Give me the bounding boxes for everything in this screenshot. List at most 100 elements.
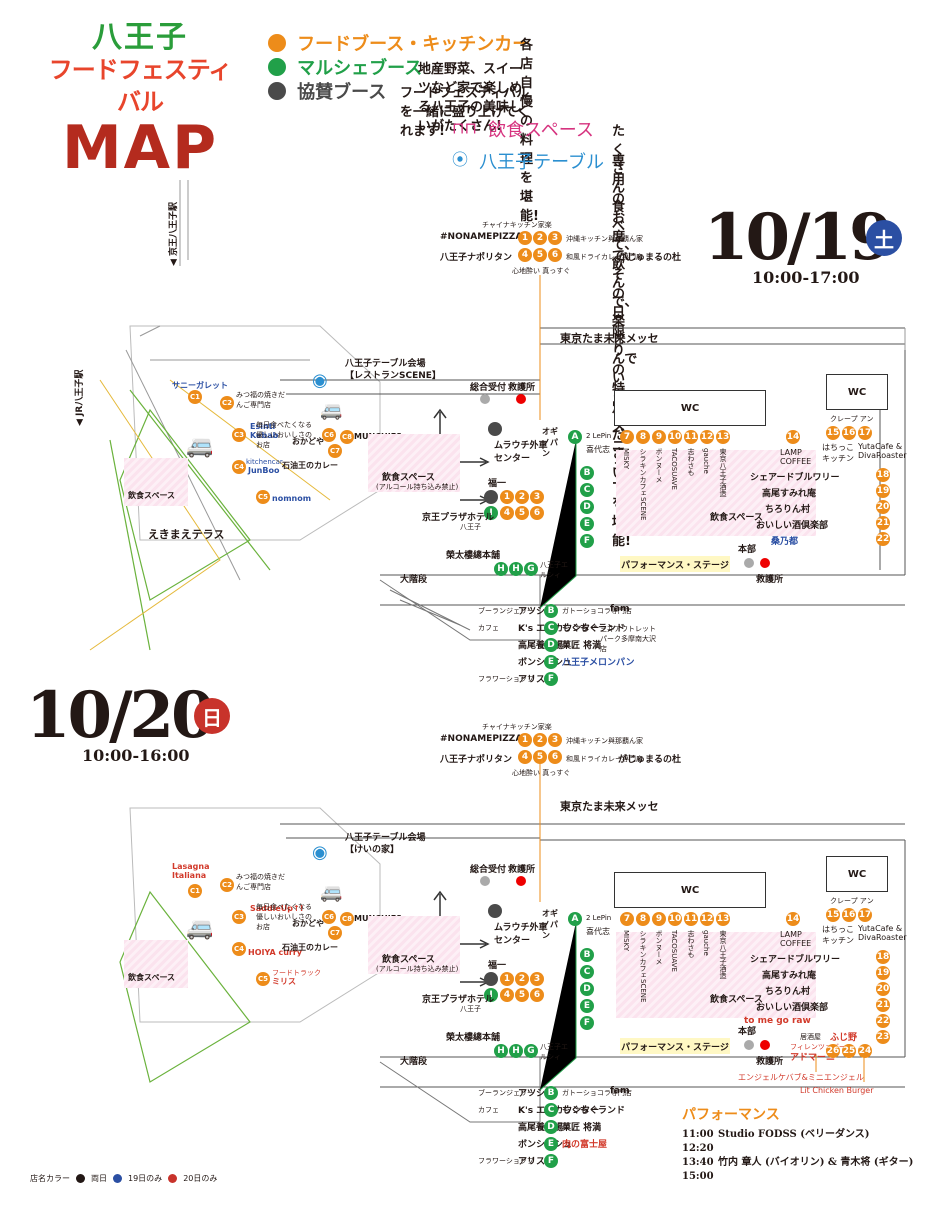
food-9: 9 bbox=[652, 912, 666, 926]
bl-name-4: アリス bbox=[518, 1157, 546, 1167]
fk-4: 4 bbox=[500, 988, 514, 1002]
marche-D: D bbox=[580, 500, 594, 514]
firstaid-dot bbox=[516, 394, 526, 404]
food-1: 1 bbox=[518, 733, 532, 747]
bl-letter-3: E bbox=[544, 1137, 558, 1151]
performance-time: 12:20 bbox=[682, 1143, 714, 1154]
lamp-label: LAMP COFFEE bbox=[780, 448, 812, 466]
c8: C8 bbox=[340, 430, 354, 444]
food-7: 7 bbox=[620, 430, 634, 444]
food-20: 20 bbox=[876, 982, 890, 996]
okadoya-small: 毎日食べたくなる 優しいおいしさのお店 bbox=[256, 421, 312, 449]
logo: 八王子 フードフェスティバル MAP bbox=[40, 22, 240, 179]
booth-21-label: おいしい酒倶楽部 bbox=[756, 521, 829, 531]
legend-marche: マルシェブース 地産野菜、スイーツなど家で楽しめる八王子の美味しいがたくさん! bbox=[268, 54, 530, 134]
legend-table: ⦿ 八王子テーブル 専用のお席で、その日限りの特別メニューを堪能! bbox=[452, 146, 637, 549]
fk-1: 1 bbox=[500, 490, 514, 504]
bl-rname-3: 八王子メロンパン bbox=[562, 658, 635, 668]
eating-area-left bbox=[124, 940, 188, 988]
fk-6: 6 bbox=[530, 988, 544, 1002]
keio-station-label: ◀ 京王八王子駅 bbox=[169, 201, 179, 266]
legend-marche-label: マルシェブース bbox=[297, 58, 423, 79]
color-key-19: 19日のみ bbox=[128, 1174, 163, 1183]
booth-name-13: 東京八王子酒造 bbox=[719, 930, 727, 979]
c4: C4 bbox=[232, 942, 246, 956]
food-17: 17 bbox=[858, 908, 872, 922]
food-7: 7 bbox=[620, 912, 634, 926]
booth-name-7: MISKY bbox=[622, 930, 630, 952]
food-15: 15 bbox=[826, 426, 840, 440]
marche-B: B bbox=[580, 466, 594, 480]
c5-name: ミリス bbox=[272, 977, 296, 986]
keioplaza-small: 八王子 bbox=[460, 523, 481, 531]
kidaiho-label: 喜代志 bbox=[586, 445, 610, 454]
bl-letter-1: C bbox=[544, 1103, 558, 1117]
legend-food: フードブース・キッチンカー 各店自慢の料理を堪能! bbox=[268, 30, 539, 224]
food-21: 21 bbox=[876, 516, 890, 530]
day1-date: 10/19 bbox=[704, 200, 893, 275]
fukuichi-dot bbox=[484, 490, 498, 504]
booth-19-label: 高尾すみれ庵 bbox=[762, 971, 817, 981]
ekimae-label: えきまえテラス bbox=[148, 528, 225, 541]
bl-letter-0: B bbox=[544, 1086, 558, 1100]
fk-6: 6 bbox=[530, 506, 544, 520]
booth-name-9: ボンヌーメ bbox=[655, 448, 663, 483]
keio-i: I bbox=[484, 988, 498, 1002]
performance-row: 15:00 bbox=[682, 1170, 922, 1184]
day1-weekday: 土 bbox=[866, 220, 902, 256]
food-6: 6 bbox=[548, 750, 562, 764]
muraushi-dot bbox=[488, 422, 502, 436]
eitaro-label: 榮太樓總本舗 bbox=[446, 1033, 501, 1043]
food-26: 26 bbox=[826, 1044, 840, 1058]
eating-area-mid bbox=[368, 434, 460, 492]
lepin-label: 2 LePin bbox=[586, 432, 612, 440]
curry-small: 和風ドライカレー専門店 bbox=[566, 755, 643, 763]
fukuichi-dot bbox=[484, 972, 498, 986]
honbu-dot bbox=[744, 1040, 754, 1050]
c3-name: SaddleUp↑! bbox=[250, 904, 304, 913]
okinawa-label: 沖縄キッチン與那覇ん家 bbox=[566, 737, 643, 745]
curry-small: 和風ドライカレー専門店 bbox=[566, 253, 643, 261]
eating-area-left bbox=[124, 458, 188, 506]
performance-act: Studio FODSS (ベリーダンス) bbox=[718, 1129, 870, 1140]
bl-letter-1: C bbox=[544, 621, 558, 635]
c4-name: HOIYA curry bbox=[248, 948, 303, 957]
f25-label: エンジェルケバブ&ミニエンジェル bbox=[738, 1073, 864, 1082]
plate-blue-icon: ⦿ bbox=[452, 150, 469, 169]
keio-i: I bbox=[484, 506, 498, 520]
eating-area-mid bbox=[368, 916, 460, 974]
c4-small: kitchencar bbox=[246, 458, 283, 466]
fukuichi-label: 福一 bbox=[488, 961, 507, 971]
food-5: 5 bbox=[533, 248, 547, 262]
wc-right: WC bbox=[826, 856, 888, 892]
fk-3: 3 bbox=[530, 490, 544, 504]
map-day1-lines bbox=[89, 180, 906, 651]
bl-name-1: K's エンカウンター bbox=[518, 1106, 600, 1116]
legend-eating-desc: たくさん食べて、飲んで、楽しんでいってください! bbox=[612, 124, 638, 481]
keioplaza-small: 八王子 bbox=[460, 1005, 481, 1013]
booth-name-10: TACOSUAVE bbox=[670, 448, 678, 490]
okadoya-label: おかどや bbox=[292, 437, 324, 446]
food-3: 3 bbox=[548, 733, 562, 747]
food-2: 2 bbox=[533, 231, 547, 245]
day2-time: 10:00-16:00 bbox=[82, 746, 190, 765]
ishiaburo-label: 石油王のカレー bbox=[282, 461, 338, 470]
color-key: 店名カラー 両日 19日のみ 20日のみ bbox=[30, 1173, 217, 1184]
c8: C8 bbox=[340, 912, 354, 926]
food-24: 24 bbox=[858, 1044, 872, 1058]
reception-label: 総合受付 bbox=[470, 383, 507, 393]
food-1: 1 bbox=[518, 231, 532, 245]
stage-label: パフォーマンス・ステージ bbox=[620, 556, 730, 572]
color-key-20: 20日のみ bbox=[183, 1174, 218, 1183]
color-key-both: 両日 bbox=[91, 1174, 107, 1183]
bl-rname-0: fam bbox=[610, 1086, 630, 1096]
noname-label: #NONAMEPIZZA bbox=[440, 734, 523, 744]
fk-4: 4 bbox=[500, 506, 514, 520]
day1-time: 10:00-17:00 bbox=[752, 268, 860, 287]
legend-marche-desc: 地産野菜、スイーツなど家で楽しめる八王子の美味しいがたくさん! bbox=[418, 62, 523, 134]
performance-act: 竹内 章人 (バイオリン) & 青木将 (ギター) bbox=[718, 1157, 914, 1168]
honbu-dot bbox=[744, 558, 754, 568]
noalcohol-label: (アルコール持ち込み禁止) bbox=[376, 965, 459, 973]
